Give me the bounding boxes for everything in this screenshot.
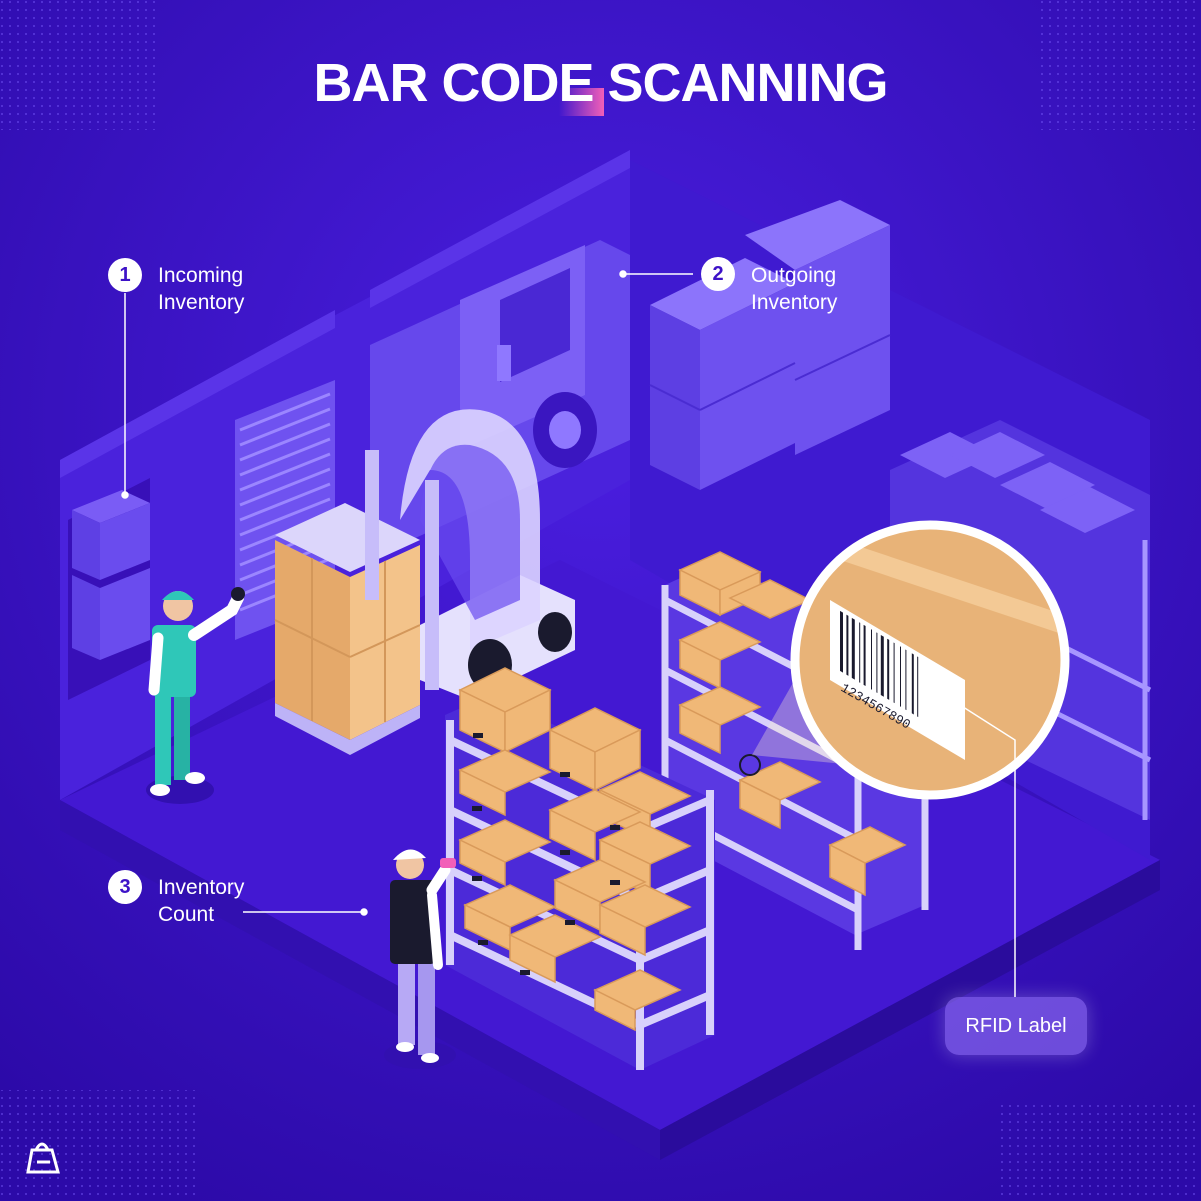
barcode-bar (887, 638, 890, 700)
callout-inventory-count: Inventory Count (158, 874, 244, 928)
callout-2-number: 2 (701, 257, 735, 291)
magnifier-lens: 1234567890 (790, 520, 1070, 800)
rfid-label-badge: RFID Label (945, 997, 1087, 1055)
barcode-bar (893, 642, 895, 704)
barcode-bars (840, 610, 919, 718)
dot-pattern (1000, 1100, 1201, 1201)
barcode-bar (851, 617, 855, 680)
callout-1-number: 1 (108, 258, 142, 292)
callout-3-line-1: Inventory (158, 876, 245, 899)
callout-incoming-inventory: Incoming Inventory (158, 262, 244, 316)
page-title: BAR CODE SCANNING (0, 52, 1201, 116)
worker-pointing (146, 587, 245, 804)
dot-pattern (0, 0, 160, 130)
worker-scanning (384, 849, 456, 1069)
barcode-bar (900, 646, 901, 707)
dot-pattern (0, 1090, 200, 1201)
callout-3-number: 3 (108, 870, 142, 904)
scan-target-marker (739, 754, 761, 776)
barcode-bar (917, 656, 919, 718)
dot-pattern (1040, 0, 1201, 130)
barcode-bar (876, 632, 878, 693)
callout-connectors (121, 270, 1016, 997)
callout-2-line-2: Inventory (751, 291, 838, 314)
callout-1-line-2: Inventory (158, 291, 245, 314)
barcode-bar (871, 629, 872, 690)
barcode-bar (911, 653, 914, 715)
title-part-2: SCANNING (593, 53, 889, 113)
title-part-1: BAR (313, 53, 442, 113)
barcode-bar (840, 610, 843, 673)
callout-1-line-1: Incoming (158, 264, 244, 287)
title-highlight: CODE (441, 53, 604, 116)
outgoing-pallets (649, 200, 891, 490)
incoming-pallets (72, 490, 150, 660)
barcode-scanner-icon (440, 858, 456, 868)
pallet-stack (274, 503, 421, 755)
barcode-bar (859, 622, 861, 683)
barcode-bar (880, 634, 884, 697)
shopping-bag-logo-icon (26, 1142, 60, 1174)
barcode-bar (863, 624, 866, 687)
callout-2-line-1: Outgoing (751, 264, 837, 287)
callout-outgoing-inventory: Outgoing Inventory (751, 262, 837, 316)
front-shelf (445, 667, 715, 1070)
callout-3-line-2: Count (158, 903, 215, 926)
barcode-bar (905, 649, 907, 711)
forklift (365, 409, 575, 700)
barcode-bar (846, 614, 849, 676)
